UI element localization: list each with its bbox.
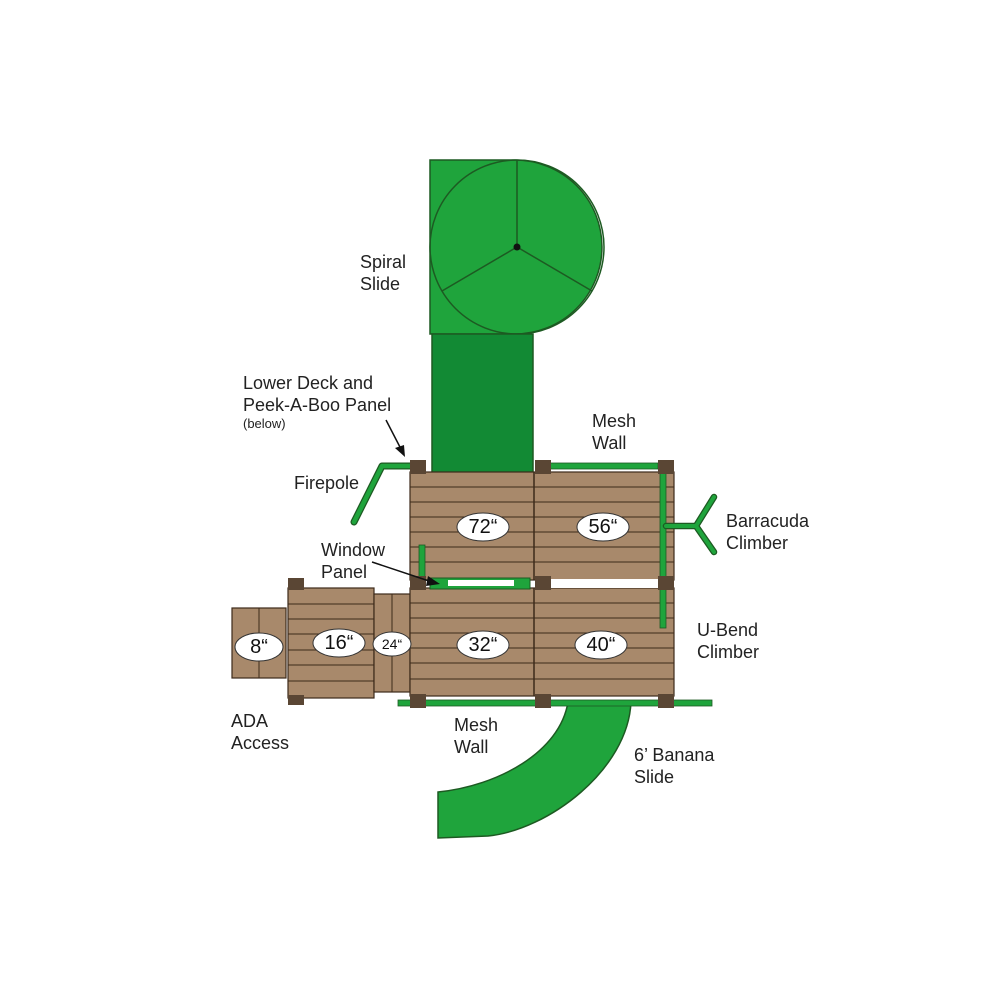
upper-decks	[409, 471, 675, 581]
window-panel-arrow	[371, 561, 440, 586]
mesh-wall-top	[549, 462, 659, 470]
height-label-72: 72“	[456, 512, 510, 542]
svg-text:32“: 32“	[469, 634, 498, 656]
height-label-56: 56“	[576, 512, 630, 542]
lower-decks	[409, 587, 675, 697]
svg-text:40“: 40“	[587, 634, 616, 656]
lower-deck-arrow	[385, 419, 405, 457]
barracuda-climber	[662, 493, 718, 556]
height-label-16: 16“	[312, 628, 366, 658]
label-u-bend-climber: U-Bend Climber	[697, 620, 760, 662]
label-firepole: Firepole	[294, 473, 360, 493]
posts	[410, 460, 674, 708]
label-ada-access: ADA Access	[231, 711, 290, 753]
spiral-slide	[429, 159, 605, 477]
label-spiral-slide: Spiral Slide	[360, 252, 407, 294]
mesh-wall-bottom	[397, 699, 713, 707]
height-label-24: 24“	[372, 631, 412, 657]
label-banana-slide: 6’ Banana Slide	[634, 745, 715, 787]
label-mesh-wall-bottom: Mesh Wall	[454, 715, 499, 757]
firepole	[350, 462, 414, 526]
svg-text:16“: 16“	[325, 632, 354, 654]
height-label-8: 8“	[234, 632, 284, 662]
label-barracuda-climber: Barracuda Climber	[726, 511, 810, 553]
svg-text:8“: 8“	[250, 636, 268, 658]
svg-text:72“: 72“	[469, 516, 498, 538]
label-lower-deck: Lower Deck and Peek-A-Boo Panel (below)	[243, 373, 392, 431]
label-window-panel: Window Panel	[321, 540, 386, 582]
height-label-32: 32“	[456, 630, 510, 660]
svg-text:56“: 56“	[589, 516, 618, 538]
label-mesh-wall-top: Mesh Wall	[592, 411, 637, 453]
svg-text:24“: 24“	[382, 636, 403, 652]
height-label-40: 40“	[574, 630, 628, 660]
banana-slide	[437, 701, 632, 839]
